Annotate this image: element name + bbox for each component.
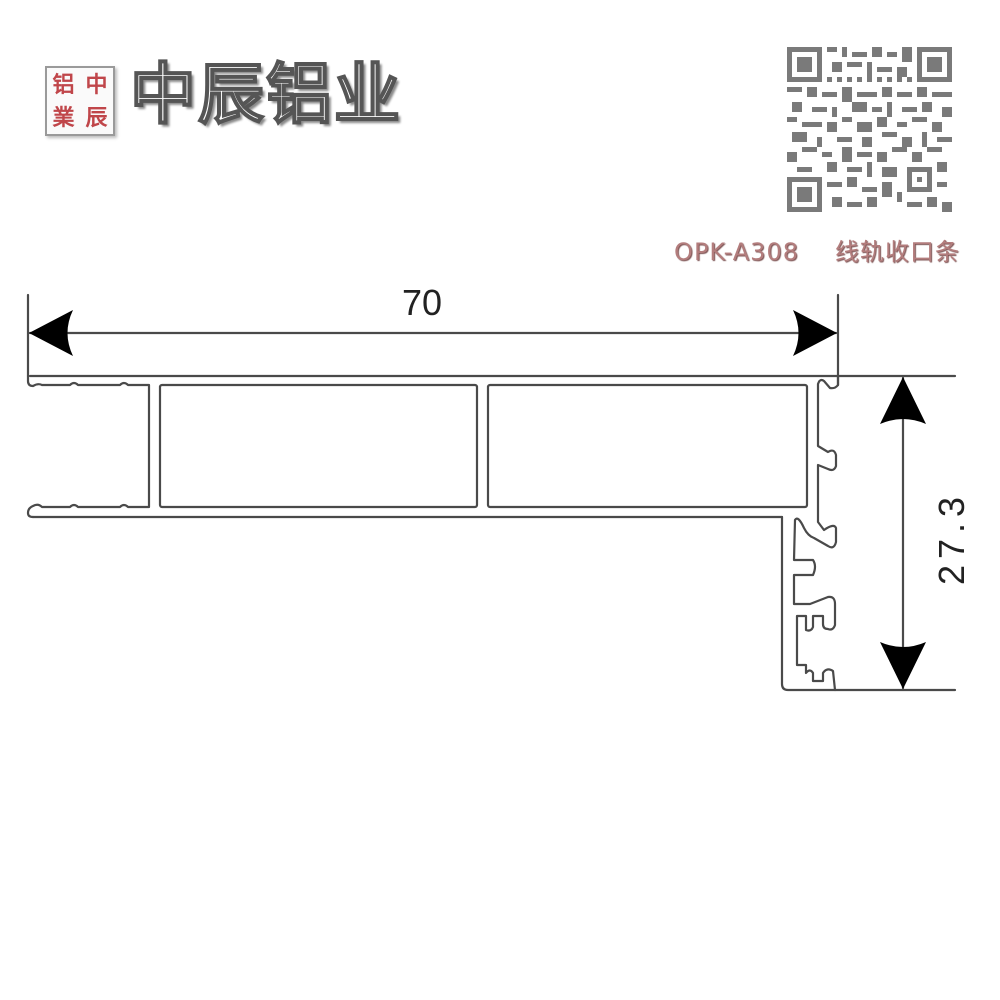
logo-seal: 铝 中 業 辰 [45,66,115,136]
width-dimension-label: 70 [402,282,443,323]
qr-code-icon [787,47,952,212]
arrow-left-icon [29,310,73,356]
product-label: OPK-A308 线轨收口条 [674,232,960,267]
lower-leg-outer [780,515,957,692]
product-code: OPK-A308 [674,238,799,266]
arrow-right-icon [793,310,837,356]
left-channel [26,374,151,519]
height-dimension-label: 27.3 [931,490,973,586]
chamber-1 [158,383,479,509]
seal-char: 铝 [52,71,75,98]
arrow-up-icon [880,377,926,424]
top-outer-edge [28,376,955,384]
seal-char: 業 [52,104,75,131]
arrow-down-icon [880,642,926,689]
brand-name: 中辰铝业 [129,56,402,133]
seal-char: 中 [85,71,108,98]
product-name: 线轨收口条 [835,238,960,266]
seal-char: 辰 [85,104,108,131]
chamber-2 [486,383,809,509]
right-flange-teeth [792,374,840,692]
